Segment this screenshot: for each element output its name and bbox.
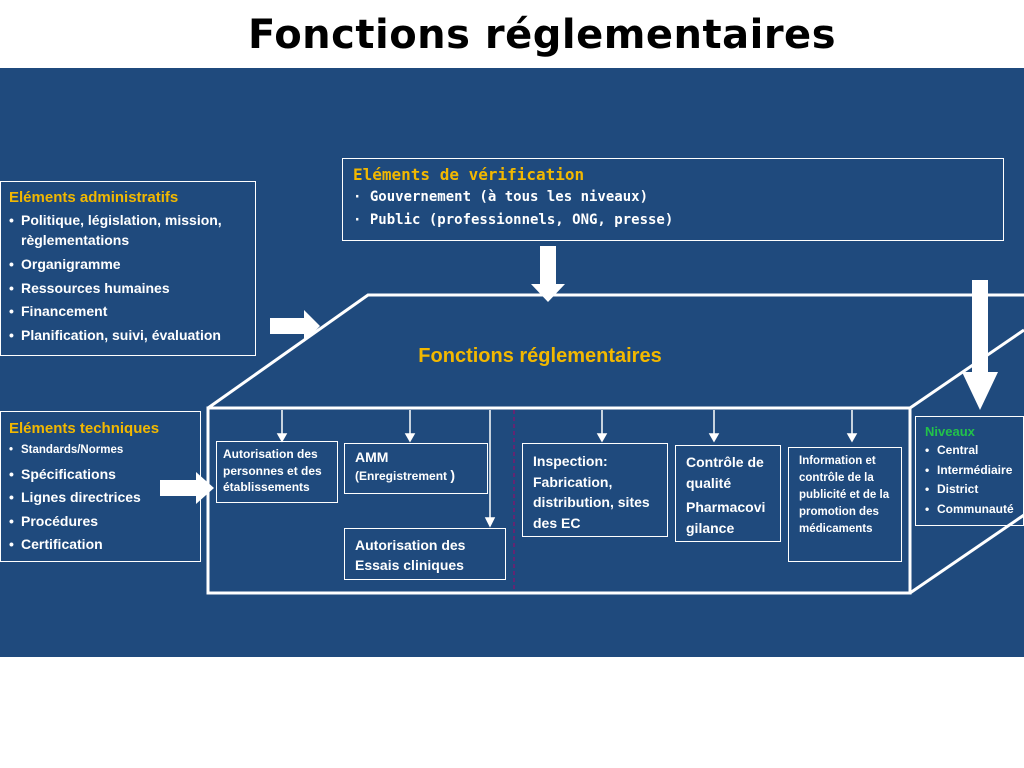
niveaux-item: District — [925, 480, 1014, 500]
niveaux-heading: Niveaux — [925, 424, 975, 439]
niveaux-item: Central — [925, 441, 1014, 461]
admin-item: Financement — [9, 300, 247, 324]
admin-item: Organigramme — [9, 253, 247, 277]
tech-item: Spécifications — [9, 463, 192, 487]
amm-box: AMM (Enregistrement ) — [344, 443, 488, 494]
tech-box: Eléments techniques Standards/Normes Spé… — [0, 411, 201, 562]
box-right-edge-bottom — [909, 513, 1024, 595]
niveaux-item: Intermédiaire — [925, 461, 1014, 481]
page-title: Fonctions réglementaires — [248, 12, 836, 58]
autorisation-box: Autorisation des personnes et des établi… — [216, 441, 338, 503]
arrow-right-admin — [270, 310, 320, 342]
amm-label: AMM — [355, 449, 389, 465]
box-right-edge-top — [909, 328, 1024, 410]
arrow-down-verification — [531, 246, 565, 302]
niveaux-box: Niveaux Central Intermédiaire District C… — [915, 416, 1024, 526]
niveaux-item: Communauté — [925, 500, 1014, 520]
arrow-down-niveaux — [962, 280, 998, 410]
essais-box: Autorisation des Essais cliniques — [344, 528, 506, 580]
pharmacovigilance-label: Pharmacovi gilance — [686, 499, 766, 536]
amm-sub-label: (Enregistrement — [355, 469, 448, 483]
tech-item: Standards/Normes — [9, 439, 192, 463]
controle-label: Contrôle de qualité — [686, 454, 764, 491]
tech-item: Procédures — [9, 510, 192, 534]
box-top-face — [207, 293, 1024, 410]
essais-label: Autorisation des Essais cliniques — [355, 537, 466, 573]
verification-item: · Public (professionnels, ONG, presse) — [353, 212, 674, 228]
controle-box: Contrôle de qualité Pharmacovi gilance — [675, 445, 781, 542]
admin-heading: Eléments administratifs — [9, 189, 179, 206]
tech-item: Lignes directrices — [9, 486, 192, 510]
verification-item: · Gouvernement (à tous les niveaux) — [353, 189, 649, 205]
center-title: Fonctions réglementaires — [418, 345, 662, 367]
information-label: Information et contrôle de la publicité … — [799, 455, 890, 535]
verification-heading: Eléments de vérification — [353, 165, 585, 184]
box-front-face — [206, 406, 912, 595]
diagram-panel — [0, 68, 1024, 657]
admin-item: Planification, suivi, évaluation — [9, 324, 247, 348]
inspection-box: Inspection: Fabrication, distribution, s… — [522, 443, 668, 537]
verification-box: Eléments de vérification · Gouvernement … — [342, 158, 1004, 241]
admin-item: Politique, législation, mission, règleme… — [9, 210, 247, 253]
inspection-label: Inspection: Fabrication, distribution, s… — [533, 453, 650, 531]
autorisation-label: Autorisation des personnes et des établi… — [223, 447, 322, 494]
information-box: Information et contrôle de la publicité … — [788, 447, 902, 562]
admin-item: Ressources humaines — [9, 277, 247, 301]
admin-box: Eléments administratifs Politique, légis… — [0, 181, 256, 356]
tech-item: Certification — [9, 533, 192, 557]
tech-heading: Eléments techniques — [9, 420, 160, 437]
